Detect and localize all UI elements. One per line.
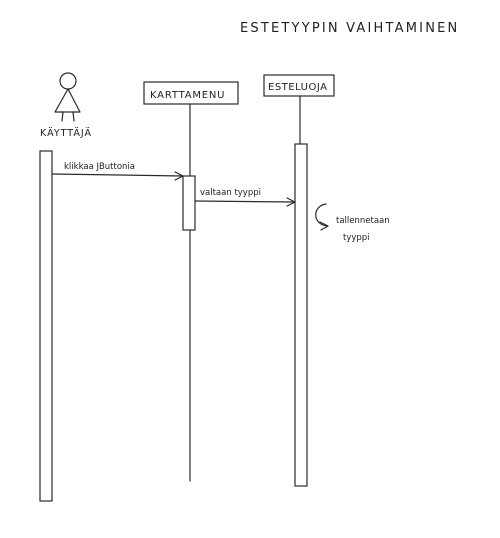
activation-karttamenu [182, 175, 196, 231]
participant-label-karttamenu: KARTTAMENU [150, 90, 225, 101]
diagram-title: ESTETYYPIN VAIHTAMINEN [240, 21, 459, 36]
actor-activation [39, 150, 53, 502]
actor-head [59, 72, 77, 90]
actor-figure [54, 72, 81, 122]
actor-legs [61, 111, 75, 122]
message-label-valtaan: valtaan tyyppi [200, 188, 261, 198]
actor-label: KÄYTTÄJÄ [40, 128, 92, 139]
actor-body [54, 88, 81, 113]
message-arrowhead-klikkaa [174, 171, 184, 181]
activation-esteluoja [294, 143, 308, 487]
message-arrow-klikkaa [51, 173, 184, 177]
self-message-label-line2: tyyppi [343, 233, 370, 243]
message-label-klikkaa: klikkaa JButtonia [64, 162, 135, 172]
self-message-label-line1: tallennetaan [336, 216, 390, 226]
self-message-arrowhead [319, 221, 329, 231]
message-arrow-valtaan [194, 200, 296, 203]
participant-label-esteluoja: ESTELUOJA [268, 82, 327, 93]
participant-box-karttamenu [143, 81, 239, 105]
self-message-arrow [315, 203, 329, 227]
participant-box-esteluoja [263, 74, 335, 97]
message-arrowhead-valtaan [286, 197, 296, 207]
